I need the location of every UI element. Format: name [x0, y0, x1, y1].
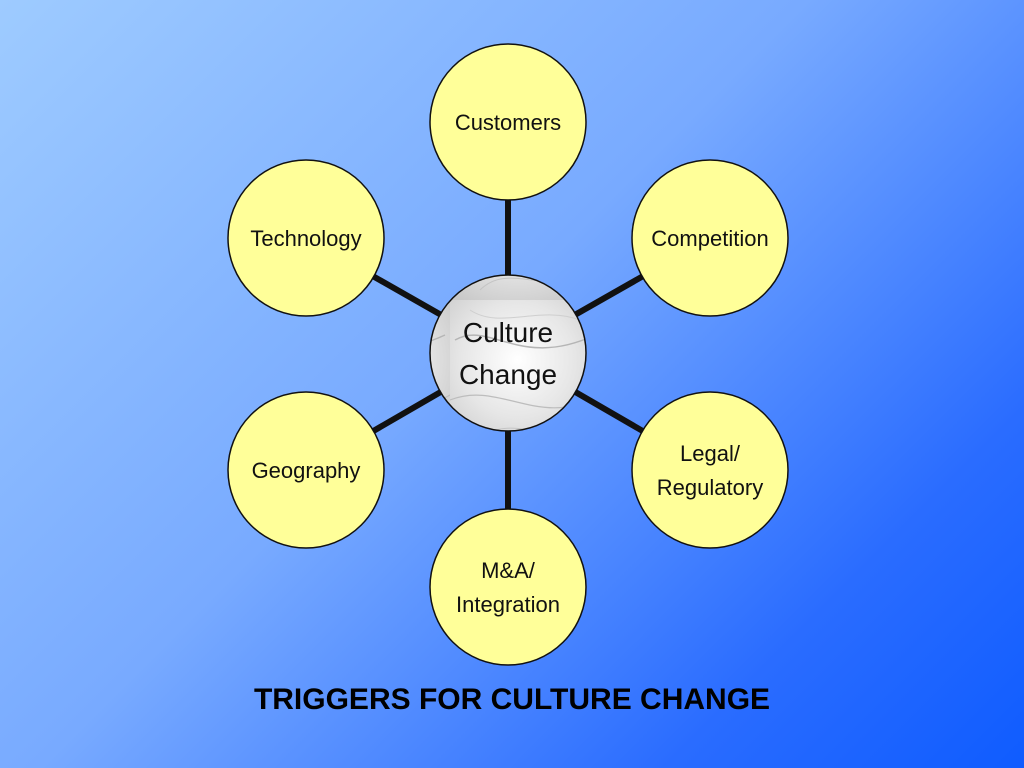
- node-ma: M&A/Integration: [429, 508, 587, 666]
- node-legal: Legal/Regulatory: [631, 391, 789, 549]
- node-label-technology: Technology: [250, 226, 361, 251]
- center-circle: [429, 274, 587, 432]
- node-geography: Geography: [227, 391, 385, 549]
- node-circle-customers: [429, 43, 587, 201]
- node-label-legal: Regulatory: [657, 475, 763, 500]
- center-label: Change: [459, 359, 557, 390]
- node-customers: Customers: [429, 43, 587, 201]
- hub-spoke-diagram: CustomersCompetitionLegal/RegulatoryM&A/…: [227, 43, 789, 666]
- node-circle-ma: [429, 508, 587, 666]
- node-circle-technology: [227, 159, 385, 317]
- node-label-customers: Customers: [455, 110, 561, 135]
- node-circle-legal: [631, 391, 789, 549]
- node-competition: Competition: [631, 159, 789, 317]
- node-label-geography: Geography: [252, 458, 361, 483]
- node-label-ma: Integration: [456, 592, 560, 617]
- node-label-legal: Legal/: [680, 441, 741, 466]
- center-label: Culture: [463, 317, 553, 348]
- node-circle-geography: [227, 391, 385, 549]
- node-label-competition: Competition: [651, 226, 768, 251]
- node-circle-competition: [631, 159, 789, 317]
- diagram-title: TRIGGERS FOR CULTURE CHANGE: [253, 683, 771, 716]
- node-technology: Technology: [227, 159, 385, 317]
- node-label-ma: M&A/: [481, 558, 536, 583]
